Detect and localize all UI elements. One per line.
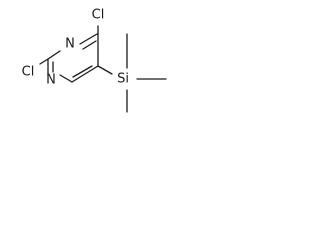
bond-n3-c4-inner xyxy=(82,40,97,50)
atom-si-label: Si xyxy=(117,72,129,87)
atom-cl2-label: Cl xyxy=(22,65,35,80)
bond-c6-n1 xyxy=(59,74,73,83)
bond-c5-si xyxy=(97,65,113,75)
bond-n3-c4 xyxy=(79,33,98,45)
molecule-structure: N N Cl Cl Si xyxy=(22,8,167,113)
atom-cl4-label: Cl xyxy=(92,8,105,23)
bond-c2-n3 xyxy=(47,50,61,60)
atom-n1-label: N xyxy=(46,73,56,88)
bond-c5-c6 xyxy=(71,65,99,83)
atom-n3-label: N xyxy=(65,37,75,52)
bond-c2-cl2 xyxy=(39,58,49,65)
bond-c5-c6-inner xyxy=(72,65,93,78)
